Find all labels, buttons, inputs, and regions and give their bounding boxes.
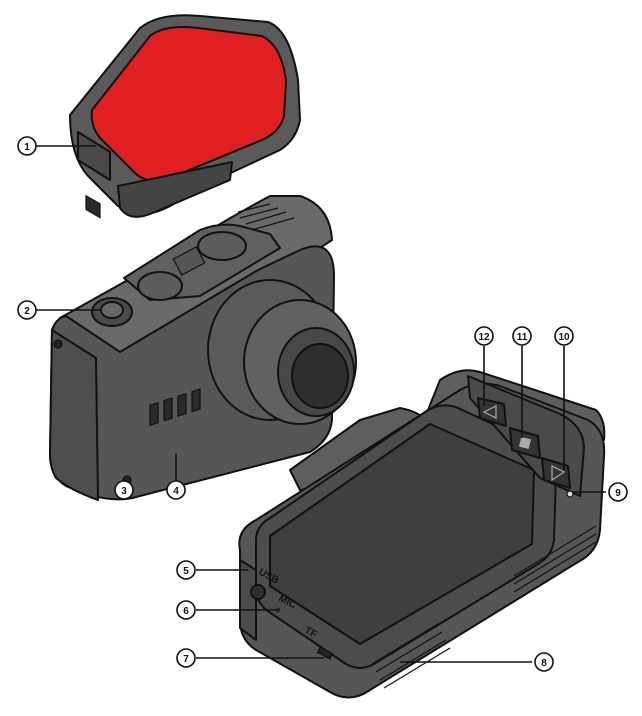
speaker-vent-slots	[149, 388, 201, 427]
callout-3: 3	[114, 480, 134, 500]
callout-2: 2	[17, 300, 37, 320]
callout-6: 6	[176, 600, 196, 620]
camera-left-side	[49, 329, 99, 501]
callout-8-number: 8	[541, 658, 547, 669]
callout-5-number: 5	[183, 566, 189, 577]
callout-4-number: 4	[173, 486, 179, 497]
mount-lip	[117, 161, 233, 218]
rail-boss-left	[137, 271, 183, 301]
strap-hole	[53, 339, 63, 349]
camera-front-view	[49, 195, 357, 501]
callout-12: 12	[474, 326, 494, 346]
callout-7-number: 7	[183, 654, 189, 665]
right-button	[541, 457, 571, 489]
callout-11: 11	[512, 326, 532, 346]
tf-mark: TF	[303, 625, 319, 640]
callout-1-number: 1	[24, 142, 30, 153]
callout-2-number: 2	[24, 306, 30, 317]
tf-card-slot	[316, 646, 334, 660]
top-vents	[237, 203, 295, 231]
callout-1: 1	[17, 136, 37, 156]
callout-10-number: 10	[558, 332, 570, 343]
camera-rear-view: USB MIC TF	[238, 369, 606, 699]
windshield-mount	[69, 14, 301, 219]
power-button	[100, 301, 124, 319]
callout-3-number: 3	[121, 486, 127, 497]
usb-port	[250, 584, 266, 600]
callout-12-number: 12	[478, 332, 490, 343]
leader-lines	[36, 145, 606, 663]
rail-boss-right	[197, 231, 247, 261]
mount-connector-housing	[77, 131, 111, 181]
lens-glass	[291, 343, 349, 409]
rail-contacts	[172, 246, 206, 276]
callout-7: 7	[176, 648, 196, 668]
ok-button	[509, 427, 541, 459]
callout-8: 8	[534, 652, 554, 672]
callout-10: 10	[554, 326, 574, 346]
left-button	[477, 397, 507, 427]
callout-5: 5	[176, 560, 196, 580]
rear-bottom-vents	[371, 623, 451, 689]
callout-9-number: 9	[615, 488, 621, 499]
callout-11-number: 11	[517, 332, 528, 343]
rear-side-vents	[513, 525, 597, 593]
adhesive-pad	[90, 26, 287, 182]
callout-9: 9	[608, 482, 628, 502]
callout-4: 4	[166, 480, 186, 500]
rear-left-side	[239, 559, 257, 641]
callout-6-number: 6	[183, 606, 189, 617]
mount-connector-pin	[85, 194, 101, 219]
indicator-light	[566, 490, 574, 498]
display-screen	[269, 423, 535, 645]
